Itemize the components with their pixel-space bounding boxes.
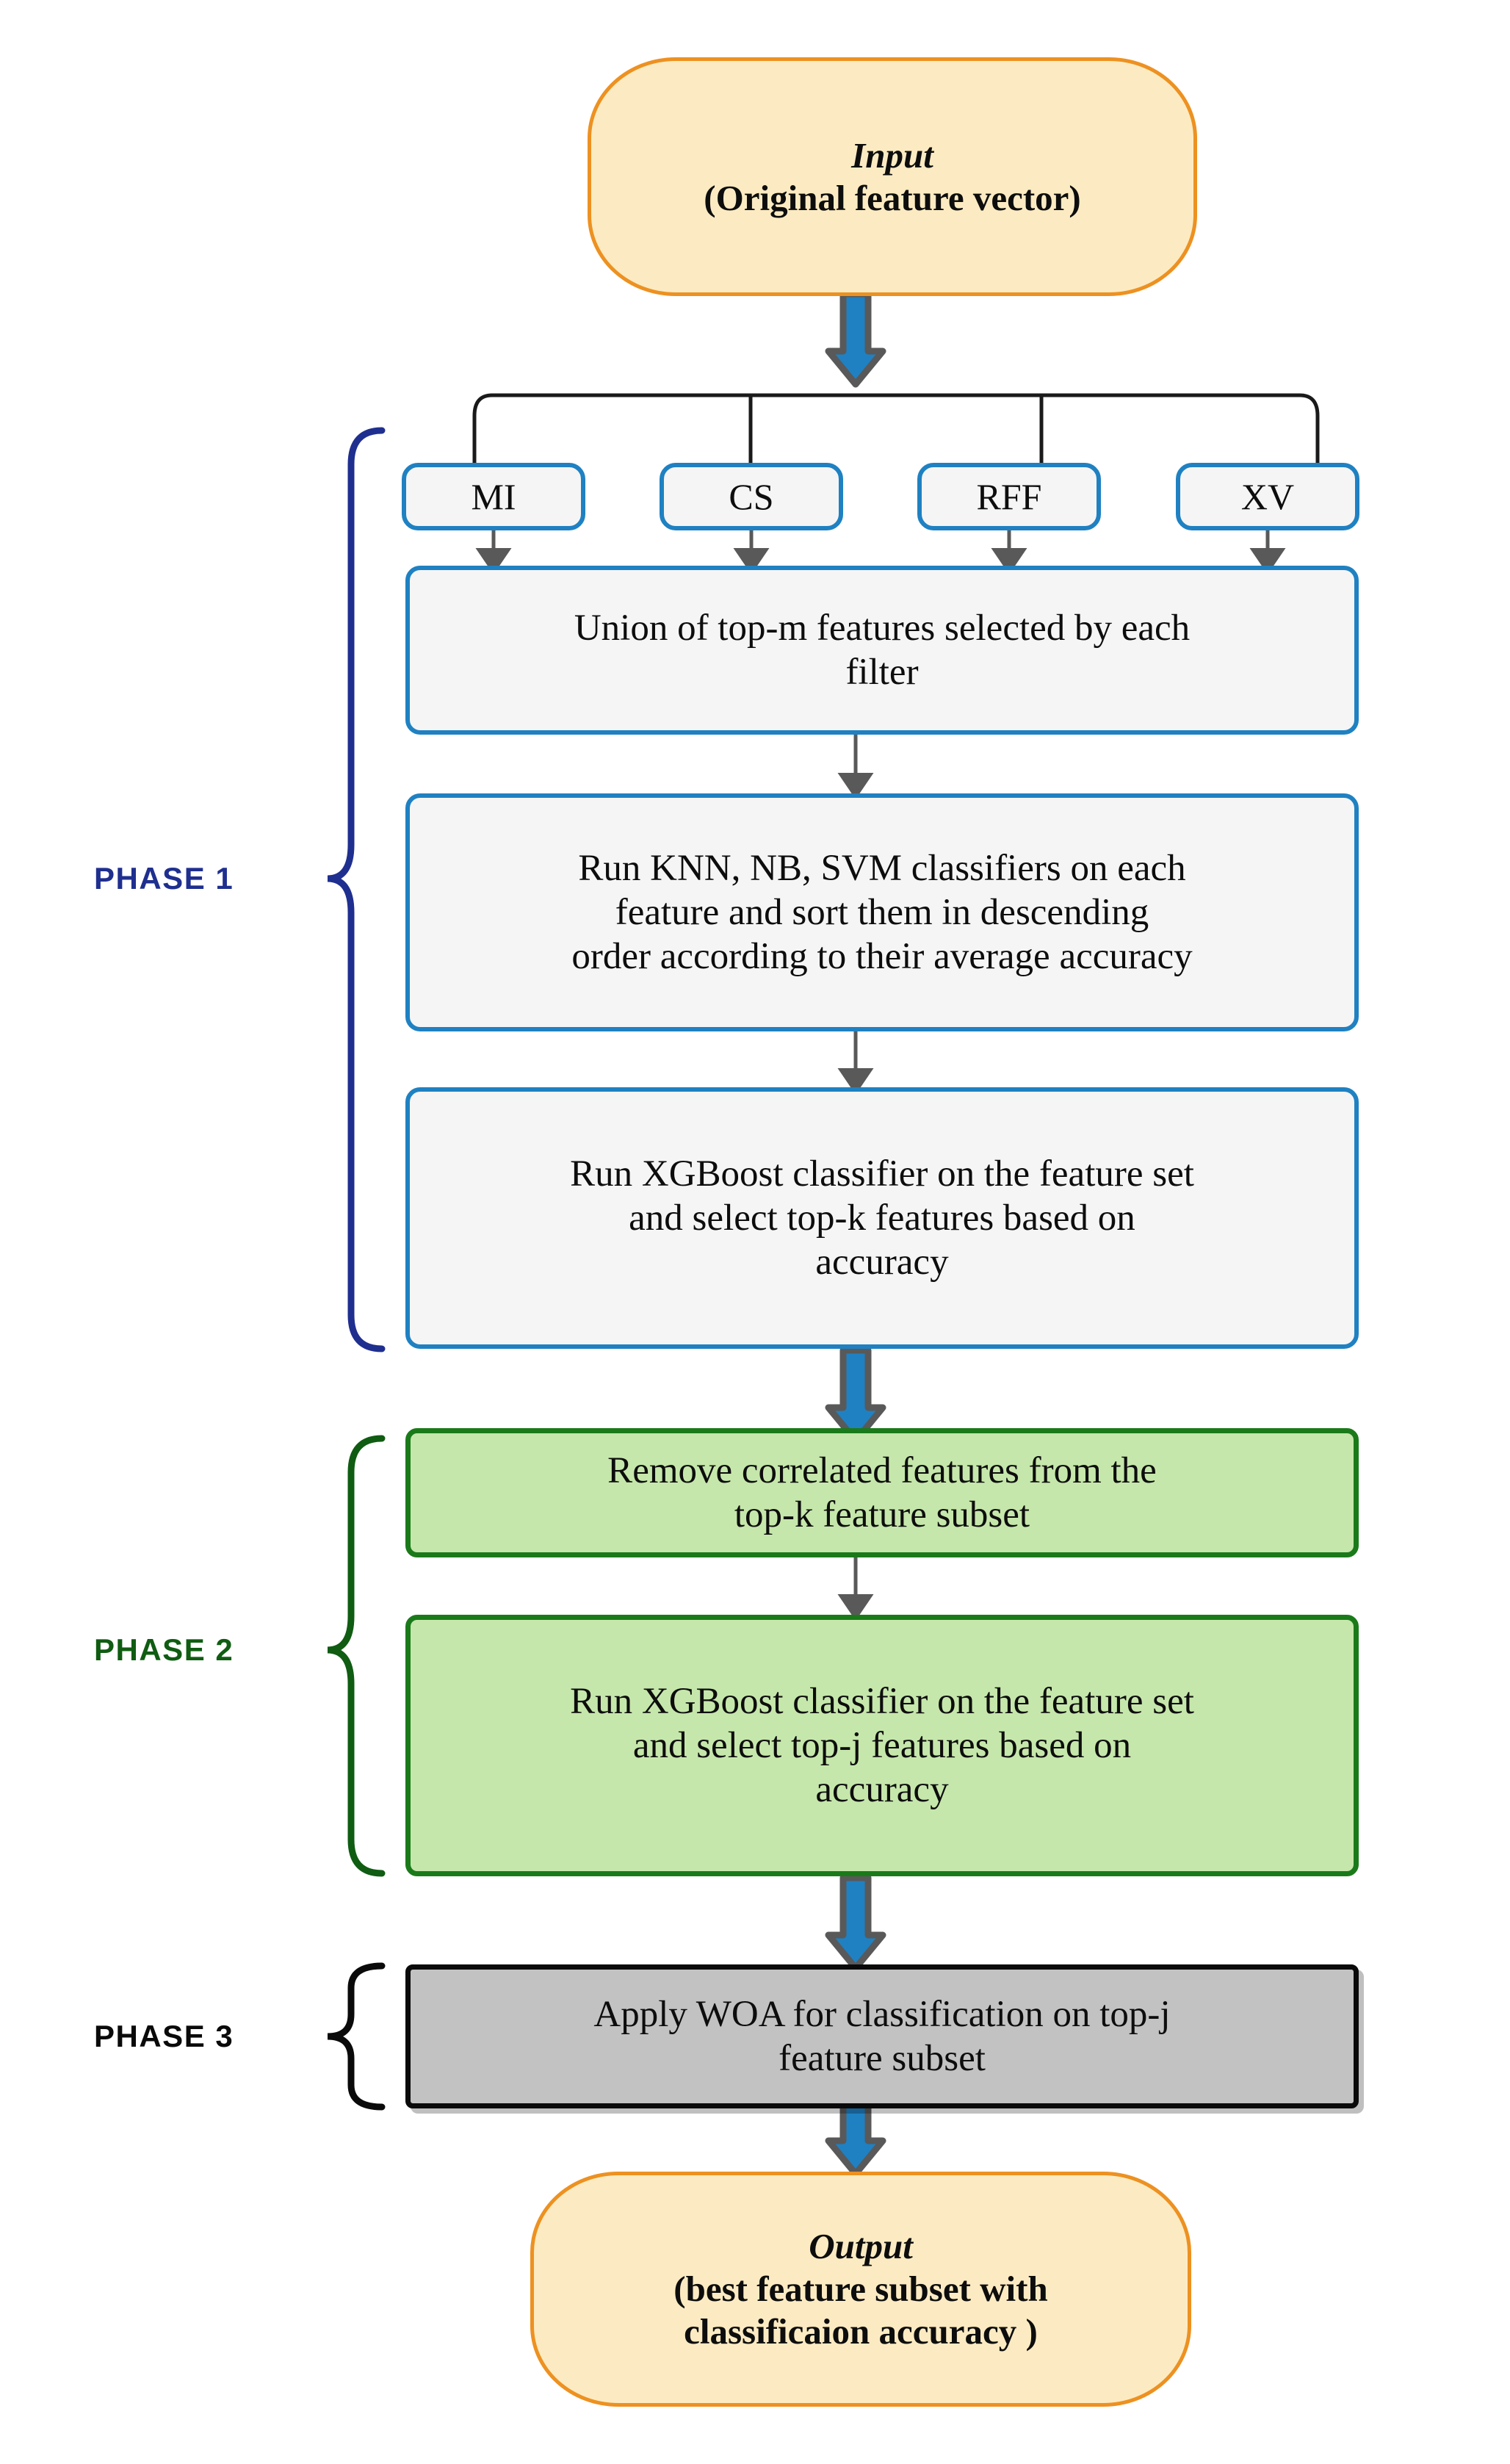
process-box-text: Run KNN, NB, SVM classifiers on each fea… — [571, 847, 1193, 978]
filter-chip-label: MI — [471, 475, 516, 517]
process-box-remove-correlated: Remove correlated features from the top-… — [405, 1428, 1359, 1557]
phase2-brace — [327, 1435, 386, 1877]
process-box-xgboost-topj: Run XGBoost classifier on the feature se… — [405, 1615, 1359, 1876]
output-line-1: Output — [809, 2226, 913, 2267]
filter-chip-mi[interactable]: MI — [402, 463, 585, 530]
filter-chip-xv[interactable]: XV — [1176, 463, 1359, 530]
output-line-2: (best feature subset with classificaion … — [673, 2269, 1048, 2352]
block-arrow-phase2-to-phase3 — [825, 1874, 886, 1972]
process-box-text: Union of top-m features selected by each… — [574, 607, 1191, 693]
process-box-union: Union of top-m features selected by each… — [405, 566, 1359, 735]
process-box-text: Remove correlated features from the top-… — [607, 1449, 1157, 1535]
filter-chip-cs[interactable]: CS — [660, 463, 843, 530]
phase-label-1: PHASE 1 — [94, 861, 234, 896]
filter-chip-rff[interactable]: RFF — [917, 463, 1101, 530]
input-node: Input (Original feature vector) — [588, 57, 1197, 296]
filter-fanout-bar — [472, 393, 1320, 467]
filter-chip-label: XV — [1240, 475, 1295, 517]
process-box-rank-classifiers: Run KNN, NB, SVM classifiers on each fea… — [405, 793, 1359, 1031]
phase1-brace — [327, 427, 386, 1352]
phase-label-2: PHASE 2 — [94, 1632, 234, 1667]
process-box-text: Run XGBoost classifier on the feature se… — [570, 1153, 1194, 1283]
process-box-apply-woa: Apply WOA for classification on top-j fe… — [405, 1964, 1359, 2108]
filter-to-union-arrows — [475, 527, 1286, 574]
block-arrow-phase1-to-phase2 — [825, 1347, 886, 1444]
filter-chip-label: CS — [729, 475, 774, 517]
input-line-2: (Original feature vector) — [704, 177, 1081, 218]
output-node: Output (best feature subset with classif… — [530, 2172, 1191, 2407]
process-box-xgboost-topk: Run XGBoost classifier on the feature se… — [405, 1087, 1359, 1349]
phase3-brace — [327, 1962, 386, 2111]
process-box-text: Run XGBoost classifier on the feature se… — [570, 1680, 1194, 1811]
input-line-1: Input — [851, 134, 933, 176]
process-box-text: Apply WOA for classification on top-j fe… — [593, 1993, 1171, 2079]
phase-label-3: PHASE 3 — [94, 2019, 234, 2053]
filter-chip-label: RFF — [976, 475, 1042, 517]
block-arrow-input-to-filters — [825, 290, 886, 388]
